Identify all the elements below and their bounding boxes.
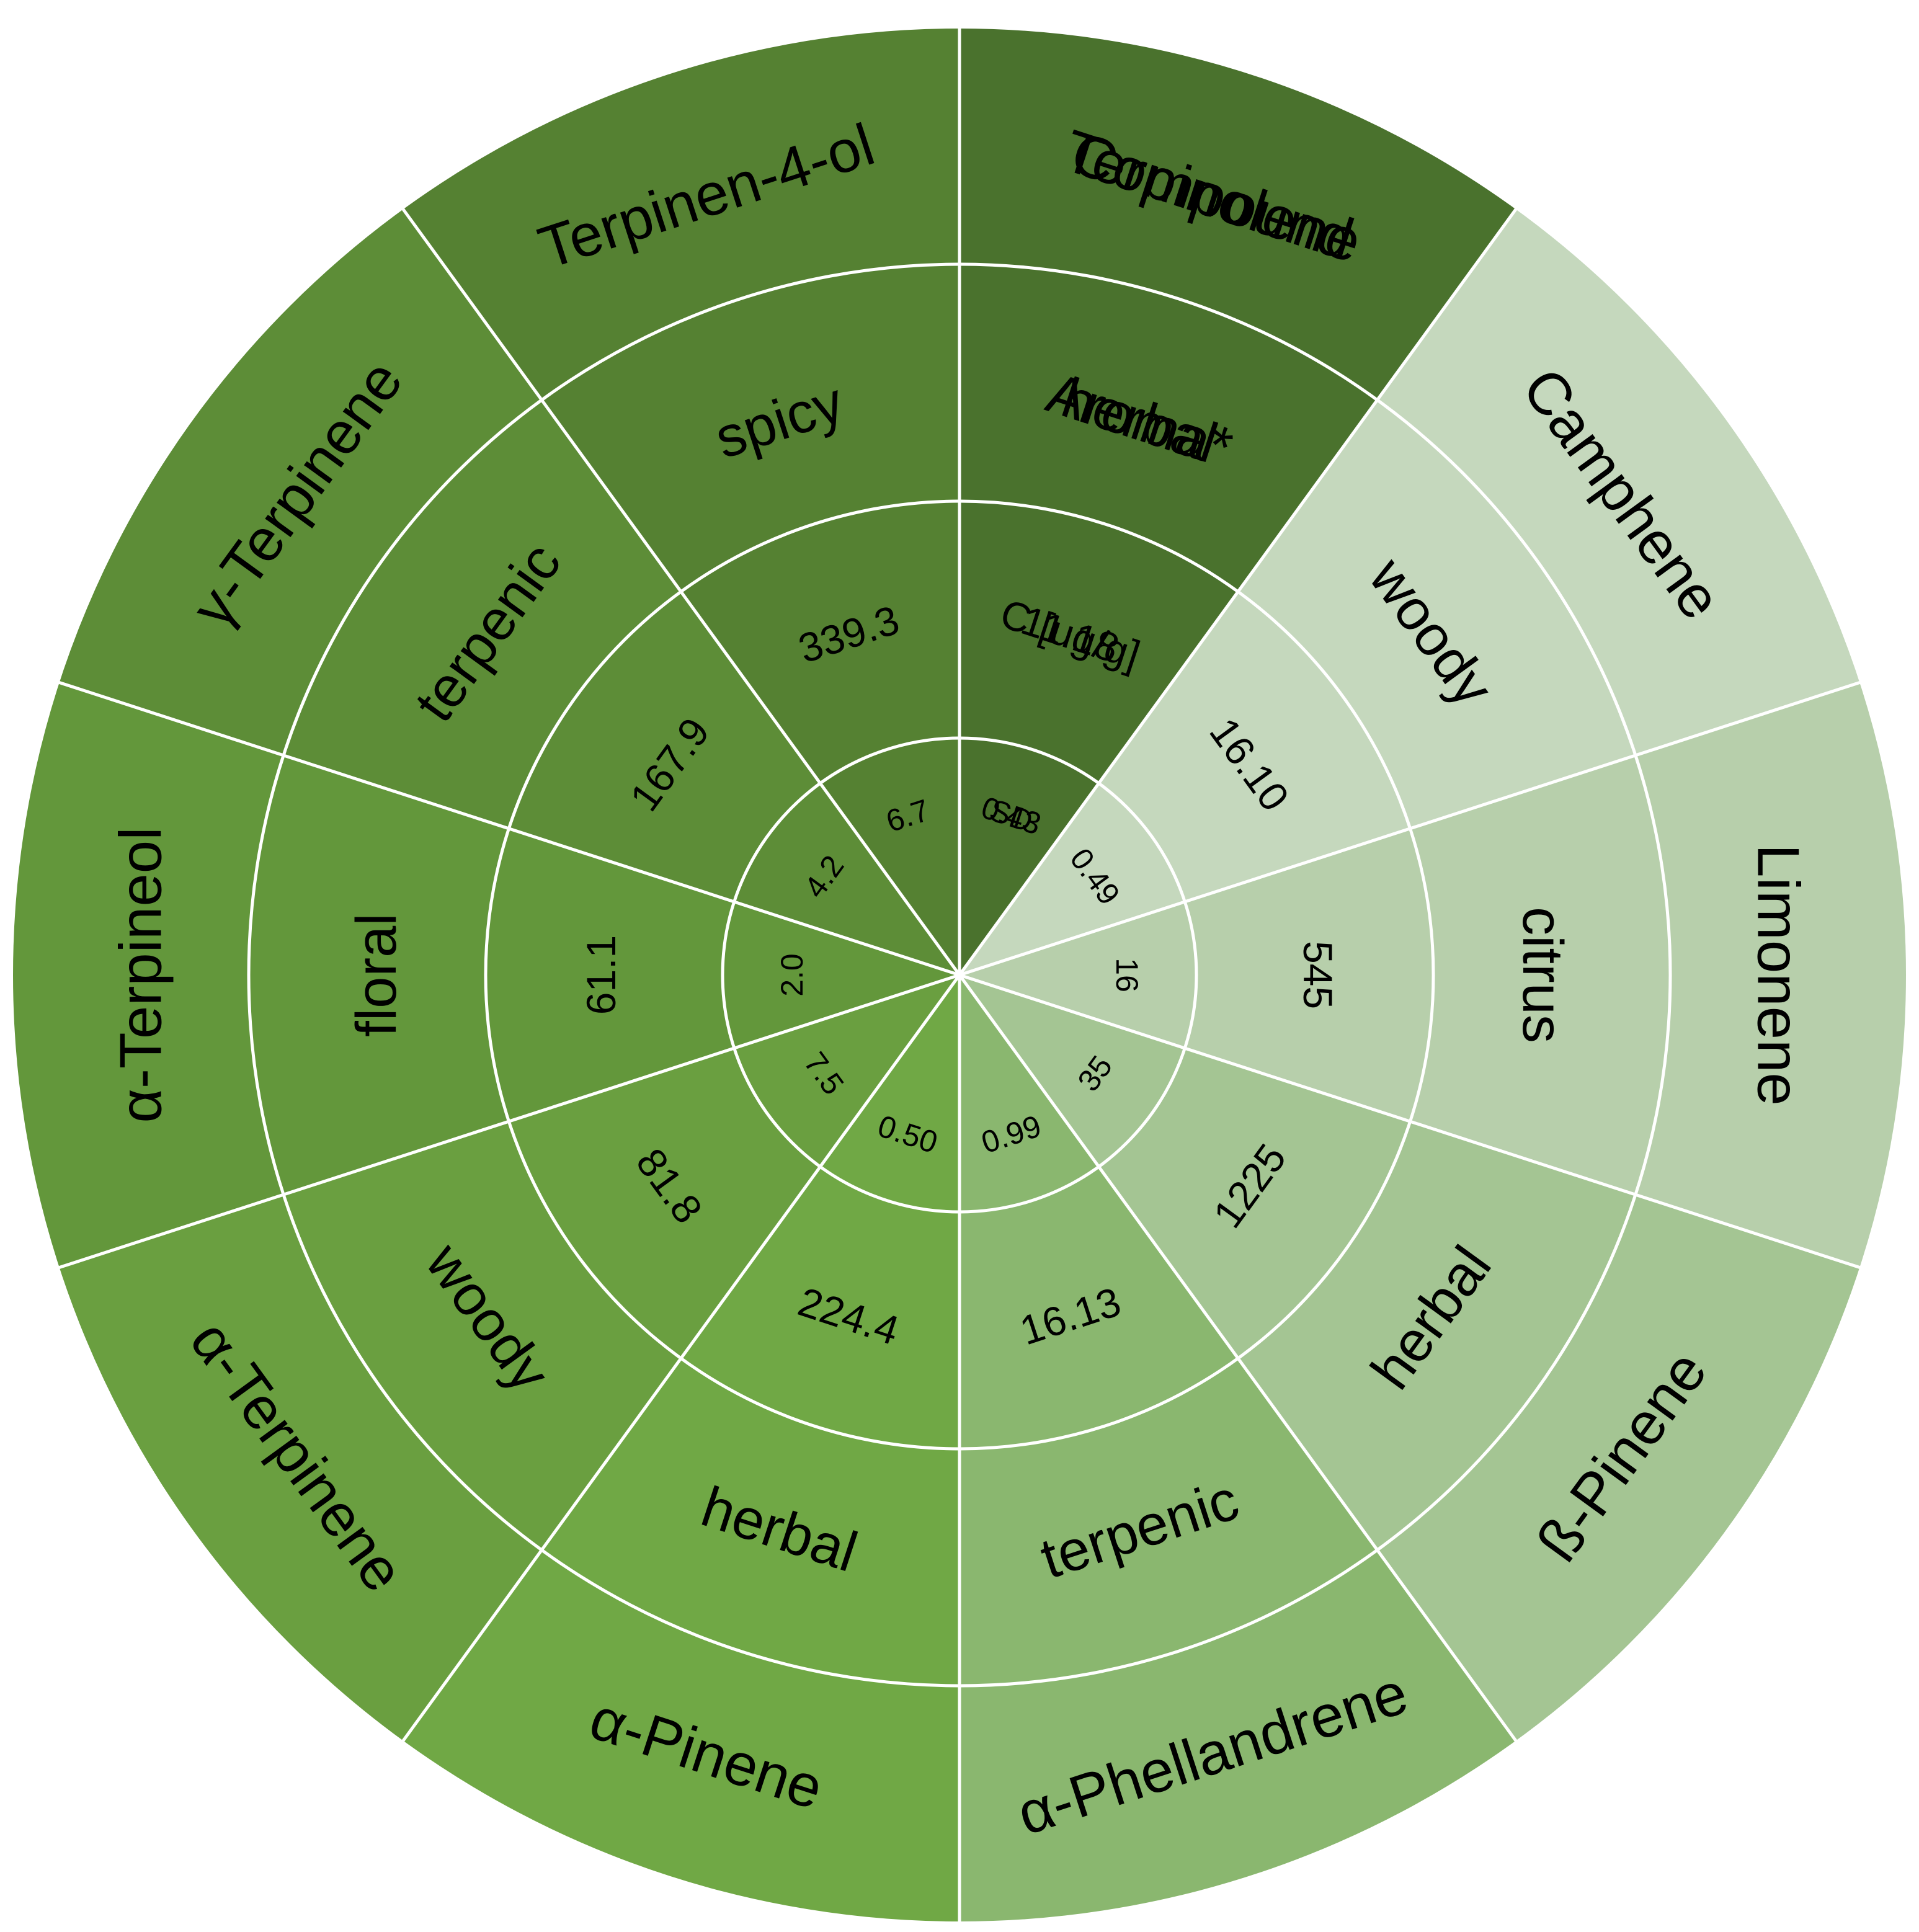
wheel-spoke-dividers [58,27,1861,1923]
sector-compound-5 [402,975,960,1923]
sector-compound-6 [58,975,960,1742]
spoke-divider-7 [401,974,961,1743]
sector-compound-1 [960,208,1861,975]
sector-compound-10 [960,27,1517,975]
compound-2-sd-label: 16 [1110,958,1144,992]
compound-7-compound-label: α-Terpineol [108,827,174,1123]
spoke-divider-3 [959,680,1861,977]
wheel-sectors [12,27,1907,1923]
sector-compound-8 [58,208,960,975]
spoke-divider-4 [959,973,1861,1270]
compound-7-aroma-label: floral [345,913,408,1036]
compound-2-concentration-label: 545 [1295,941,1341,1009]
spoke-divider-9 [58,680,960,977]
compound-7-sd-label: 2.0 [775,953,809,997]
spoke-divider-5 [958,974,1518,1743]
sector-compound-4 [960,975,1517,1923]
spoke-divider-10 [401,207,961,976]
compound-2-compound-label: Limonene [1745,844,1812,1106]
sector-compound-3 [960,975,1861,1742]
sector-compound-9 [402,27,960,975]
compound-2-aroma-label: citrus [1511,907,1574,1043]
spoke-divider-2 [958,207,1518,976]
spoke-divider-8 [58,973,960,1270]
compound-7-concentration-label: 61.1 [578,935,624,1015]
